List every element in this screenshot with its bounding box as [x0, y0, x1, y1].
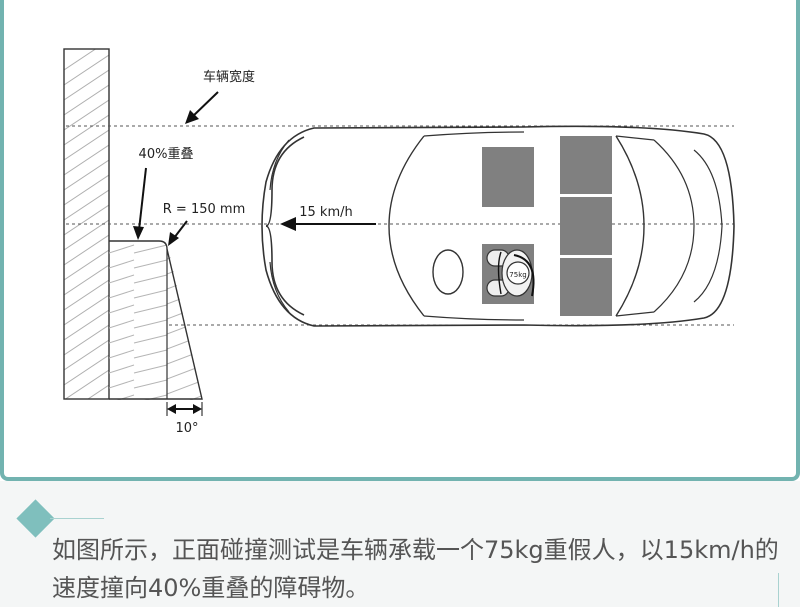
- headlight-upper: [269, 139, 290, 191]
- front-hood-upper: [265, 136, 305, 227]
- caption-decor-line-bottom: [778, 573, 779, 607]
- rear-seat-3: [560, 258, 612, 316]
- angle-dimension: 10°: [166, 402, 203, 436]
- trunk-edge: [693, 149, 723, 303]
- rear-window-edge: [615, 135, 645, 317]
- speed-label: 15 km/h: [299, 205, 353, 220]
- barrier-wall: [63, 48, 110, 400]
- steering-wheel: [432, 249, 464, 295]
- headlight-lower: [269, 261, 290, 313]
- speed-arrow: 15 km/h: [280, 205, 376, 231]
- front-seat-passenger: [482, 147, 534, 207]
- overlap-callout: 40%重叠: [133, 146, 193, 240]
- vehicle-width-label: 车辆宽度: [203, 69, 255, 85]
- diagram-frame: 75kg 15 km/h 车辆宽度 40%重叠 R = 150 mm: [0, 0, 800, 481]
- dummy-75kg: 75kg: [486, 249, 535, 297]
- rear-seat-2: [560, 197, 612, 255]
- radius-label: R = 150 mm: [163, 202, 245, 217]
- seatbelt: [513, 254, 535, 297]
- dummy-weight-label: 75kg: [509, 271, 526, 279]
- windshield-front-edge: [388, 135, 425, 317]
- car-top-view: [261, 125, 735, 327]
- rear-deck: [653, 139, 695, 313]
- caption-panel: [0, 481, 800, 607]
- angle-label: 10°: [175, 421, 198, 436]
- dummy-head: [506, 261, 530, 285]
- radius-callout: R = 150 mm: [163, 202, 245, 246]
- caption-decor-line: [50, 518, 104, 519]
- rear-seat-1: [560, 136, 612, 194]
- overlap-label: 40%重叠: [139, 146, 194, 162]
- crash-test-diagram: 75kg 15 km/h 车辆宽度 40%重叠 R = 150 mm: [63, 48, 735, 436]
- vehicle-width-callout: 车辆宽度: [185, 69, 255, 124]
- front-hood-lower: [265, 225, 305, 316]
- caption-text: 如图所示，正面碰撞测试是车辆承载一个75kg重假人，以15km/h的速度撞向40…: [52, 536, 779, 602]
- car-body: [261, 125, 735, 327]
